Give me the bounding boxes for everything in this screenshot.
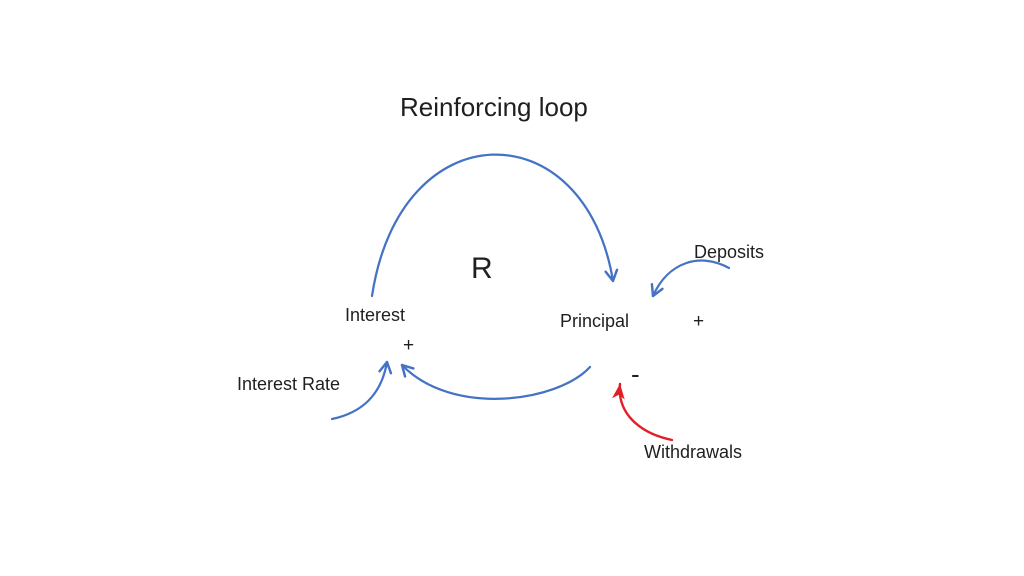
reinforcing-loop-identifier: R [471, 252, 493, 285]
principal-to-interest-arrow [400, 363, 592, 400]
polarity-minus-near-principal: - [631, 359, 640, 389]
deposits-to-principal-arrow [650, 259, 731, 298]
withdrawals-to-principal-arrow [612, 382, 674, 442]
interest-to-principal-arrow [370, 153, 619, 298]
node-principal: Principal [560, 311, 630, 331]
node-interest: Interest [345, 305, 406, 325]
node-interest-rate: Interest Rate [237, 374, 341, 394]
diagram-title: Reinforcing loop [400, 92, 588, 122]
node-withdrawals: Withdrawals [644, 442, 743, 462]
node-deposits: Deposits [694, 242, 765, 262]
polarity-plus-near-interest: + [403, 335, 415, 356]
interest-rate-to-interest-arrow [330, 360, 393, 421]
polarity-plus-near-principal: + [693, 311, 705, 332]
